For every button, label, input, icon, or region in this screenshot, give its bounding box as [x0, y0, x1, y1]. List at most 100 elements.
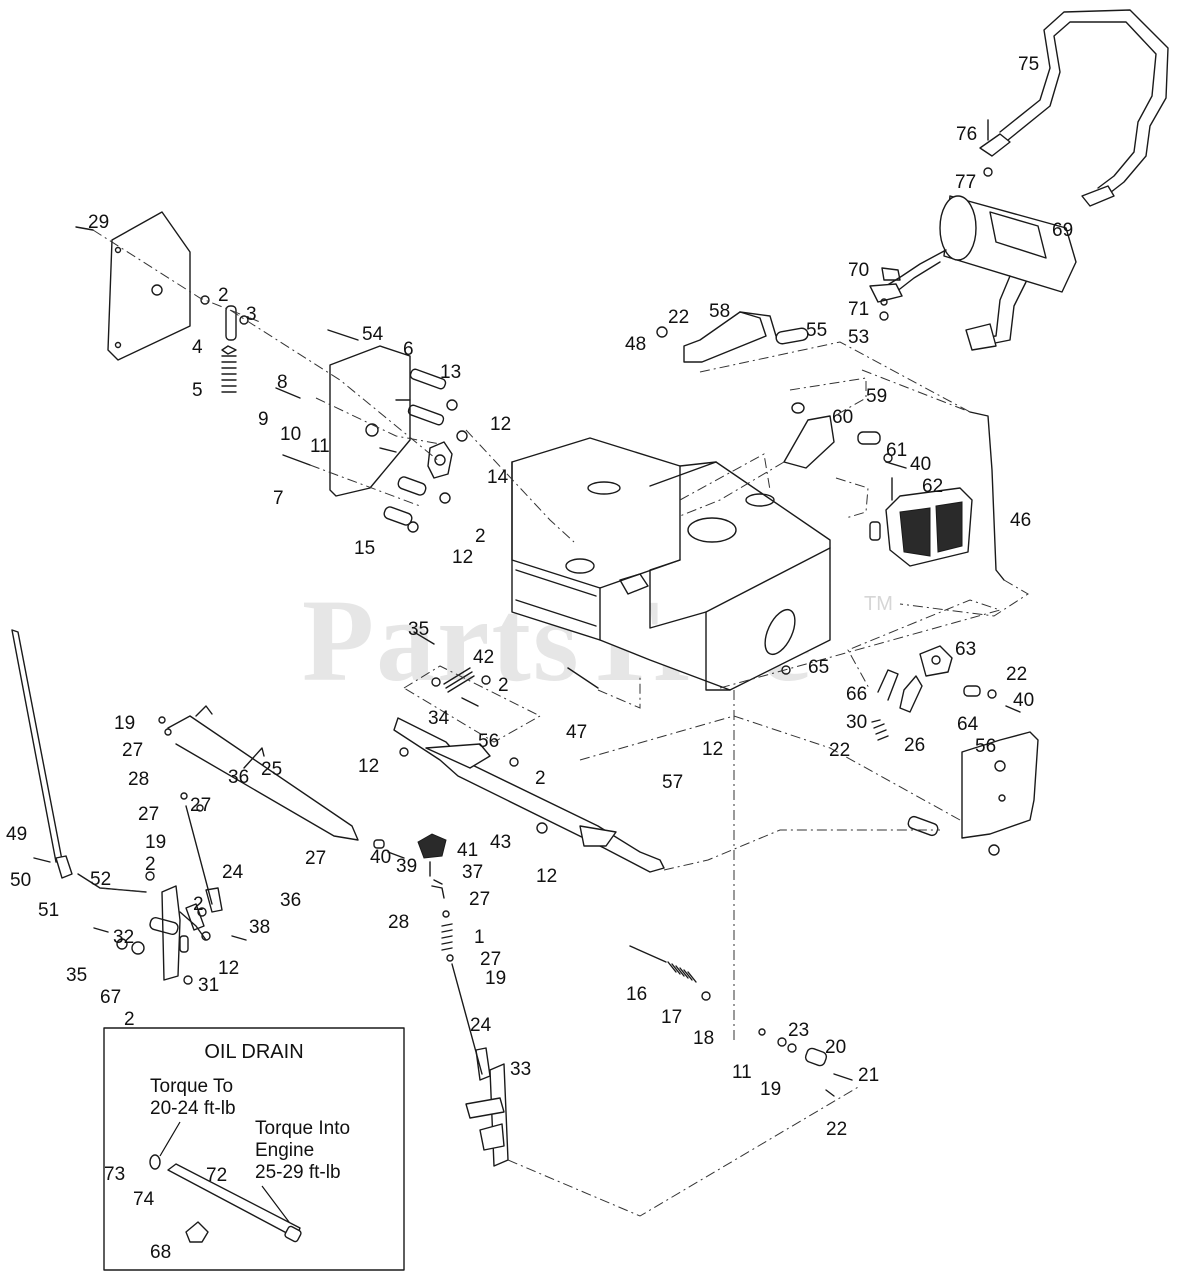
part-callout: 29 — [88, 212, 109, 233]
part-callout: 9 — [258, 409, 269, 430]
part-callout: 36 — [280, 890, 301, 911]
part-callout: 27 — [190, 795, 211, 816]
engine-note-line3: 25-29 ft-lb — [255, 1162, 341, 1183]
part-callout: 2 — [475, 526, 486, 547]
part-callout: 27 — [469, 889, 490, 910]
part-callout: 19 — [114, 713, 135, 734]
lower-bracket — [465, 1063, 509, 1167]
spring-link — [413, 631, 599, 707]
part-callout: 12 — [218, 958, 239, 979]
part-callout: 4 — [192, 337, 203, 358]
part-callout: 77 — [955, 172, 976, 193]
part-callout: 34 — [428, 708, 450, 729]
part-callout: 56 — [478, 731, 499, 752]
part-callout: 12 — [702, 739, 723, 760]
part-callout: 27 — [305, 848, 326, 869]
part-callout: 63 — [955, 639, 976, 660]
part-callout: 71 — [848, 299, 869, 320]
part-callout: 38 — [249, 917, 270, 938]
part-callout: 61 — [886, 440, 907, 461]
left-mount-plate — [75, 211, 249, 393]
part-callout: 31 — [198, 975, 219, 996]
part-callout: 27 — [138, 804, 159, 825]
part-callout: 2 — [193, 894, 204, 915]
part-callout: 12 — [358, 756, 379, 777]
part-callout: 64 — [957, 714, 979, 735]
part-callout: 72 — [206, 1165, 227, 1186]
part-callout: 26 — [904, 735, 925, 756]
part-callout: 2 — [145, 854, 156, 875]
engine-note-line1: Torque Into — [255, 1118, 350, 1139]
part-callout: 52 — [90, 869, 111, 890]
part-callout: 40 — [1013, 690, 1034, 711]
part-callout: 11 — [732, 1062, 752, 1083]
part-callout: 7 — [273, 488, 284, 509]
part-callout: 59 — [866, 386, 887, 407]
torque-to-note-line2: 20-24 ft-lb — [150, 1098, 236, 1119]
part-callout: 47 — [566, 722, 587, 743]
control-shaft — [393, 717, 665, 873]
part-callout: 40 — [370, 847, 391, 868]
part-callout: 60 — [832, 407, 853, 428]
part-callout: 10 — [280, 424, 301, 445]
main-frame — [511, 437, 831, 691]
right-lever-bracket — [781, 645, 1021, 741]
part-callout: 54 — [362, 324, 384, 345]
muffler — [869, 195, 1077, 351]
control-rod — [167, 705, 405, 859]
part-callout: 1 — [474, 927, 485, 948]
left-link-rod — [158, 716, 223, 913]
part-callout: 24 — [222, 862, 244, 883]
part-callout: 40 — [910, 454, 931, 475]
part-callout: 19 — [145, 832, 166, 853]
part-callout: 55 — [806, 320, 827, 341]
part-callout: 51 — [38, 900, 59, 921]
part-callout: 30 — [846, 712, 867, 733]
part-callout: 36 — [228, 767, 249, 788]
grab-handle — [979, 9, 1169, 207]
part-callout: 15 — [354, 538, 375, 559]
part-callout: 73 — [104, 1164, 125, 1185]
part-callout: 16 — [626, 984, 647, 1005]
part-callout: 35 — [66, 965, 87, 986]
watermark-trademark: TM — [864, 593, 893, 615]
part-callout: 76 — [956, 124, 977, 145]
center-link-rod — [431, 885, 491, 1081]
part-callout: 21 — [858, 1065, 879, 1086]
part-callout: 33 — [510, 1059, 531, 1080]
part-callout: 6 — [403, 339, 414, 360]
part-callout: 27 — [480, 949, 501, 970]
battery-box — [869, 477, 973, 567]
part-callout: 35 — [408, 619, 429, 640]
part-callout: 17 — [661, 1007, 682, 1028]
part-callout: 66 — [846, 684, 867, 705]
part-callout: 57 — [662, 772, 683, 793]
pedal-bracket — [656, 311, 809, 363]
part-callout: 68 — [150, 1242, 171, 1263]
part-callout: 8 — [277, 372, 288, 393]
part-callout: 67 — [100, 987, 121, 1008]
part-callout: 32 — [113, 927, 134, 948]
part-callout: 48 — [625, 334, 646, 355]
left-lever-bracket — [93, 871, 247, 985]
long-rod-right — [969, 411, 1005, 581]
part-callout: 2 — [498, 675, 509, 696]
part-callout: 46 — [1010, 510, 1031, 531]
part-callout: 2 — [535, 768, 546, 789]
part-callout: 27 — [122, 740, 143, 761]
part-callout: 11 — [310, 436, 330, 457]
part-callout: 5 — [192, 380, 203, 401]
part-callout: 22 — [1006, 664, 1027, 685]
right-side-plate — [907, 731, 1039, 856]
part-callout: 22 — [826, 1119, 847, 1140]
part-callout: 62 — [922, 476, 943, 497]
part-callout: 49 — [6, 824, 27, 845]
oil-drain-title: OIL DRAIN — [204, 1041, 303, 1063]
part-callout: 39 — [396, 856, 417, 877]
part-callout: 13 — [440, 362, 461, 383]
part-callout: 74 — [133, 1189, 155, 1210]
part-callout: 53 — [848, 327, 869, 348]
engine-note-line2: Engine — [255, 1140, 314, 1161]
